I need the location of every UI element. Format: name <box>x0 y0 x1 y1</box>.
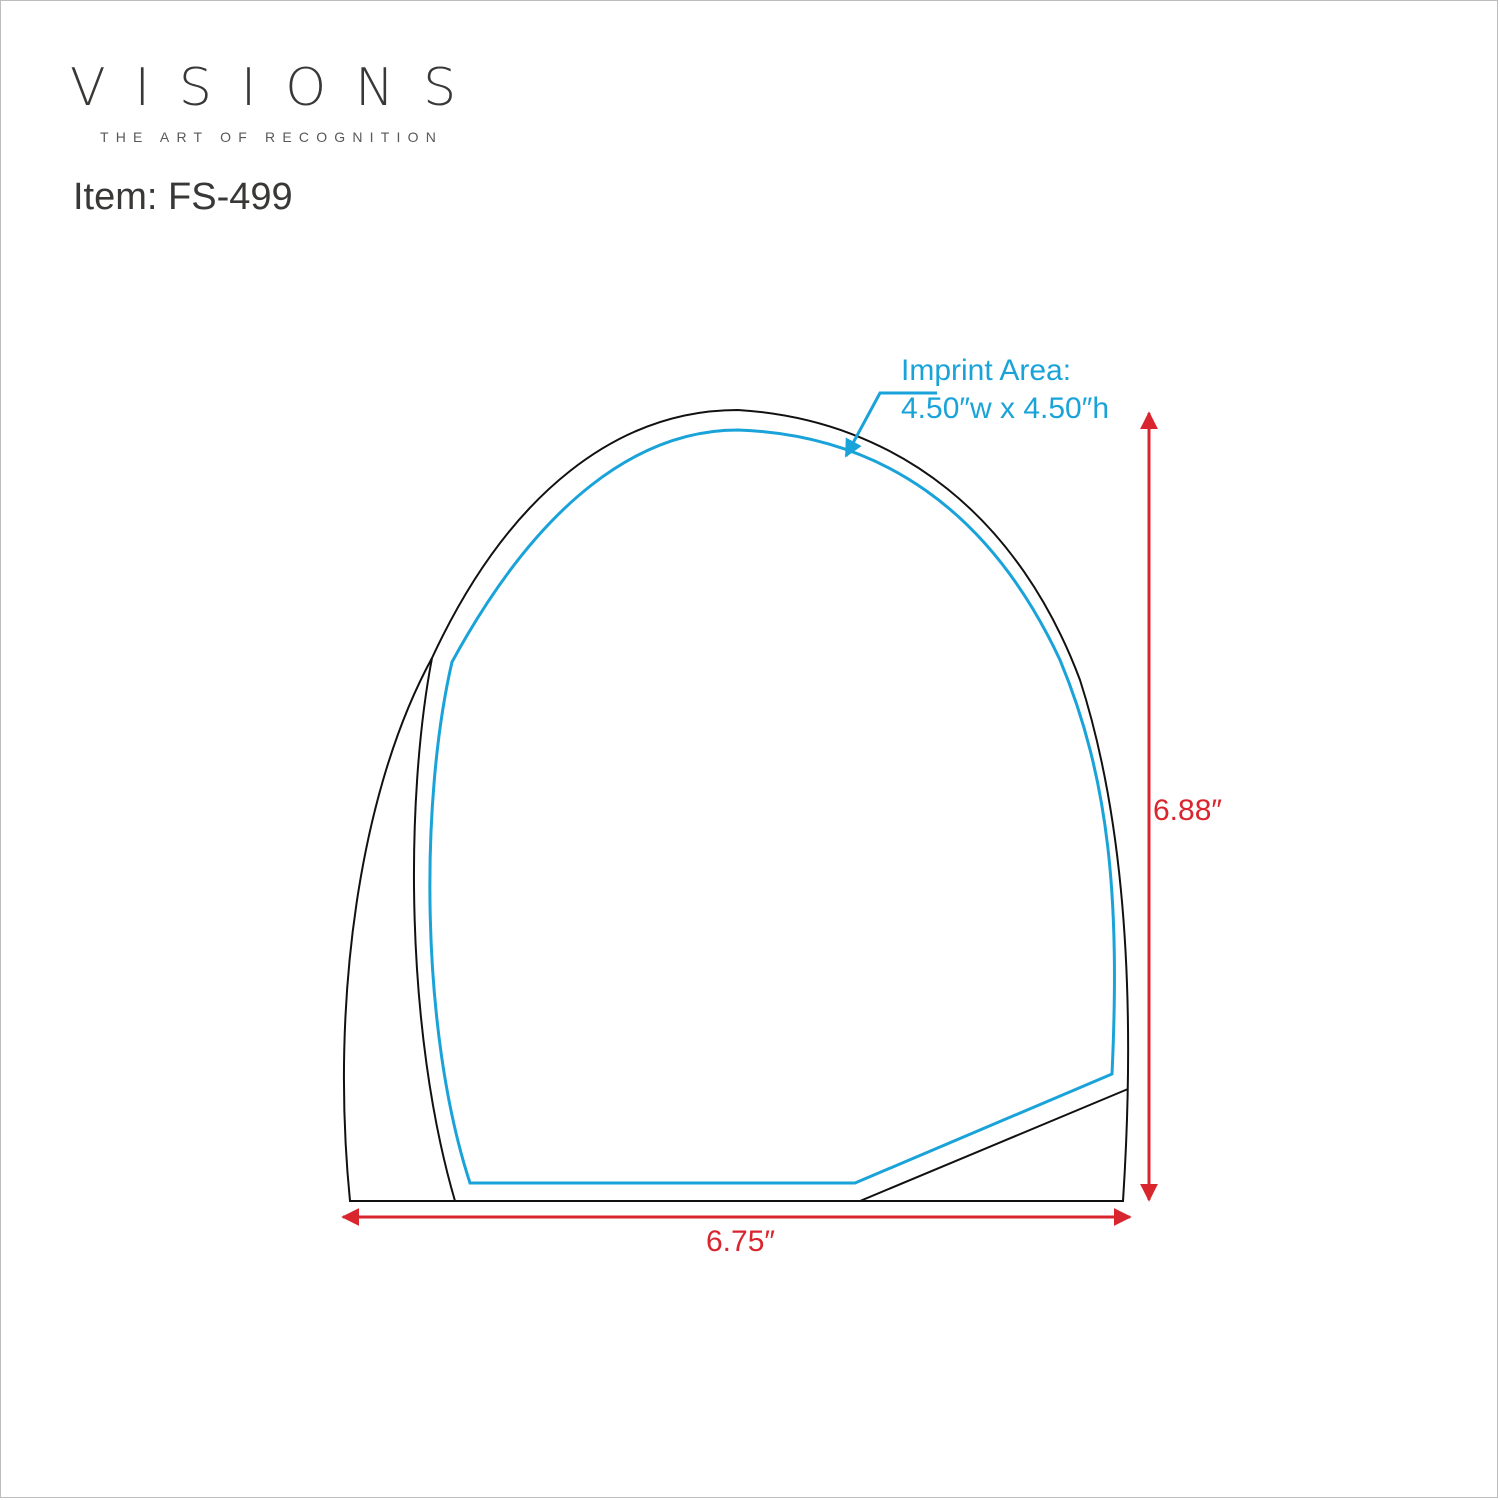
imprint-title: Imprint Area: <box>901 354 1071 387</box>
imprint-leader-arrow <box>844 391 937 458</box>
width-dimension-label: 6.75″ <box>706 1225 775 1258</box>
brand-tagline: THE ART OF RECOGNITION <box>100 129 444 145</box>
brand-logo: VISIONS <box>70 58 486 118</box>
imprint-area-outline <box>428 428 1116 1185</box>
plaque-face-outline <box>412 657 1129 1202</box>
imprint-size: 4.50″w x 4.50″h <box>901 392 1109 425</box>
item-number: Item: FS-499 <box>73 176 293 218</box>
plaque-outline <box>342 408 1130 1202</box>
height-dimension-label: 6.88″ <box>1153 794 1222 827</box>
